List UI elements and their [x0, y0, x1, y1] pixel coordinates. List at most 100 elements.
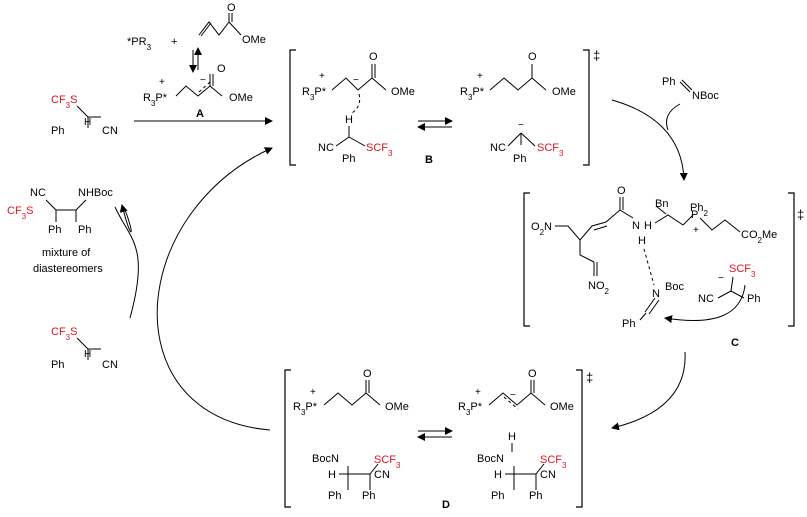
imine-reagent: Ph NBoc: [662, 76, 719, 102]
A-carbonyl-o: O: [217, 63, 226, 75]
D-left-cn: CN: [374, 469, 390, 481]
imine-ph: Ph: [662, 76, 675, 88]
B-right-ph: Ph: [513, 153, 526, 165]
substrate-bottom-bonds: [76, 337, 101, 360]
D-left-plus: +: [310, 387, 316, 398]
label-C: C: [731, 337, 739, 349]
C-p: P: [691, 209, 698, 221]
D-right-o: O: [528, 368, 537, 380]
transition-state-C: ‡ O2N O N H Bn P Ph2 + CO2Me NO2 H N Boc…: [523, 185, 804, 349]
D-right-carbonyl: [530, 380, 535, 393]
A-enolate-delocalization: [198, 81, 211, 93]
B-dagger: ‡: [593, 48, 600, 63]
D-right-ph1: Ph: [491, 490, 504, 502]
substrate-bottom-scf3: CF3S: [51, 326, 77, 342]
C-bn: Bn: [655, 198, 668, 210]
product-cf3s: CF3S: [7, 205, 33, 221]
B-right-nc: NC: [490, 142, 506, 154]
C-imine-boc: Boc: [665, 281, 684, 293]
C-ch2-p: [682, 214, 694, 226]
D-right-ome: OMe: [550, 401, 574, 413]
B-left-carbonyl: [371, 64, 376, 78]
B-left-ph: Ph: [342, 153, 355, 165]
substrate-top: CF3S H Ph CN: [51, 94, 118, 137]
acrylate-bonds: [198, 13, 230, 36]
D-left-ph2: Ph: [362, 490, 375, 502]
substrate-bottom-h: H: [84, 349, 91, 360]
D-right-plus: +: [475, 387, 481, 398]
C-imine-n: N: [652, 288, 660, 300]
product-ph-bonds: [55, 210, 77, 222]
D-right-cn: CN: [540, 469, 556, 481]
C-dagger: ‡: [797, 207, 804, 222]
C-lower-chain: [579, 240, 595, 263]
D-left-h: H: [328, 469, 336, 481]
C-amide-n: N: [632, 220, 640, 232]
imine-nboc: NBoc: [692, 90, 719, 102]
D-right-h: H: [494, 469, 502, 481]
acrylate-double-bond: [200, 22, 212, 37]
label-D: D: [442, 499, 450, 511]
arrow-C-to-D: [611, 351, 686, 431]
C-hbond-dashed: [643, 248, 655, 286]
D-right-ph2: Ph: [529, 490, 542, 502]
C-amide-carbonyl: [619, 197, 624, 210]
C-amide-o: O: [617, 185, 626, 197]
A-phosphonium: R3P*: [143, 92, 168, 108]
B-left-o: O: [369, 51, 378, 63]
A-plus-charge: +: [159, 77, 165, 88]
D-left-carbonyl: [365, 380, 370, 393]
product: NC NHBoc CF3S Ph Ph mixture of diastereo…: [7, 187, 113, 275]
B-left-chain: [331, 77, 387, 91]
B-left-plus: +: [319, 71, 325, 82]
B-left-scf3: SCF3: [366, 142, 393, 158]
B-left-ome: OMe: [391, 86, 415, 98]
A-carbonyl: [209, 74, 214, 86]
product-caption-1: mixture of: [42, 247, 91, 259]
plus-sign: +: [171, 36, 177, 48]
B-left-phosphonium: R3P*: [302, 86, 327, 102]
B-right-plus: +: [477, 71, 483, 82]
transition-state-D: ‡ + R3P* O OMe BocN H SCF3 CN Ph Ph + R3…: [284, 368, 593, 511]
B-right-o: O: [528, 51, 537, 63]
cycle-arc-D-to-B: [156, 147, 273, 431]
D-right-minus: −: [510, 390, 516, 401]
D-left-skeleton: [339, 463, 379, 490]
acrylate-carbonyl-o: O: [227, 2, 236, 14]
product-caption-2: diastereomers: [33, 263, 103, 275]
imine-double-bond: [679, 79, 693, 93]
B-left-h: H: [345, 114, 353, 126]
B-hbond-dashed: [351, 93, 361, 114]
substrate-top-bonds: [76, 105, 101, 128]
D-right-bocn: BocN: [477, 453, 504, 465]
C-nc: NC: [698, 293, 714, 305]
C-p-plus: +: [693, 225, 699, 236]
A-minus-charge: −: [200, 75, 206, 86]
B-right-minus: −: [518, 120, 524, 131]
C-o2n: O2N: [531, 221, 552, 237]
product-ph-left: Ph: [48, 224, 61, 236]
A-chain-bonds: [175, 85, 223, 97]
D-left-phosphonium: R3P*: [293, 401, 318, 417]
D-left-o: O: [363, 368, 372, 380]
C-right-bracket: [788, 192, 795, 327]
B-left-minus: −: [353, 75, 359, 86]
B-right-bracket: [583, 49, 590, 166]
D-left-chain: [323, 392, 381, 406]
arrow-to-product: [119, 204, 132, 233]
phosphine-catalyst-label: *PR3: [127, 36, 152, 52]
C-imine-ph-bond: [639, 312, 647, 321]
substrate-bottom-ph: Ph: [51, 359, 64, 371]
C-imine-ph: Ph: [622, 318, 635, 330]
D-left-ph1: Ph: [328, 490, 341, 502]
A-ome: OMe: [229, 92, 253, 104]
C-carbanion-minus: −: [718, 273, 724, 284]
substrate-bottom: CF3S H Ph CN: [51, 326, 118, 371]
imine-entry-curve: [666, 103, 681, 131]
C-amine-chain: [654, 214, 684, 226]
D-left-bocn: BocN: [312, 453, 339, 465]
acrylate-ester-bond: [228, 21, 242, 36]
zwitterion-A: + R3P* − O OMe A: [143, 63, 253, 120]
product-ph-right: Ph: [78, 224, 91, 236]
